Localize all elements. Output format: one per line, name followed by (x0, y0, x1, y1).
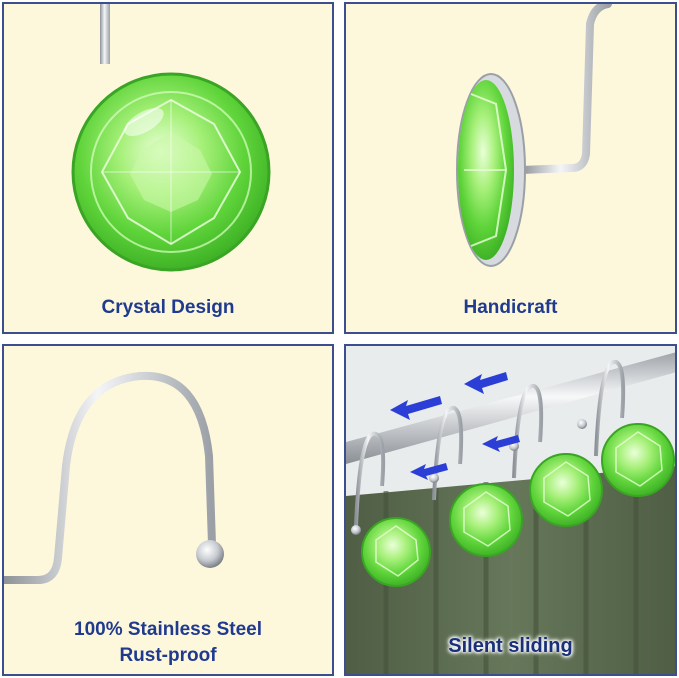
crystal-gem-icon (529, 453, 603, 527)
sliding-hooks-illustration (346, 352, 675, 674)
panel-silent-sliding: Silent sliding (344, 344, 677, 676)
steel-hook-icon (4, 371, 224, 584)
panel-handicraft: Handicraft (344, 2, 677, 334)
panel-crystal-design: Crystal Design (2, 2, 334, 334)
sliding-arrow-icon (390, 372, 520, 480)
crystal-gem-icon (601, 423, 675, 497)
caption-crystal-design: Crystal Design (101, 297, 235, 318)
caption-stainless-steel: 100% Stainless Steel (74, 619, 262, 640)
hook-side-view-icon (456, 4, 612, 267)
caption-silent-sliding: Silent sliding (448, 635, 573, 657)
panel-stainless-steel: 100% Stainless Steel Rust-proof (2, 344, 334, 676)
caption-handicraft: Handicraft (463, 297, 558, 318)
crystal-gem-icon (361, 517, 431, 587)
caption-rust-proof: Rust-proof (119, 645, 217, 666)
crystal-gem-icon (71, 4, 271, 272)
crystal-gem-icon (449, 483, 523, 557)
